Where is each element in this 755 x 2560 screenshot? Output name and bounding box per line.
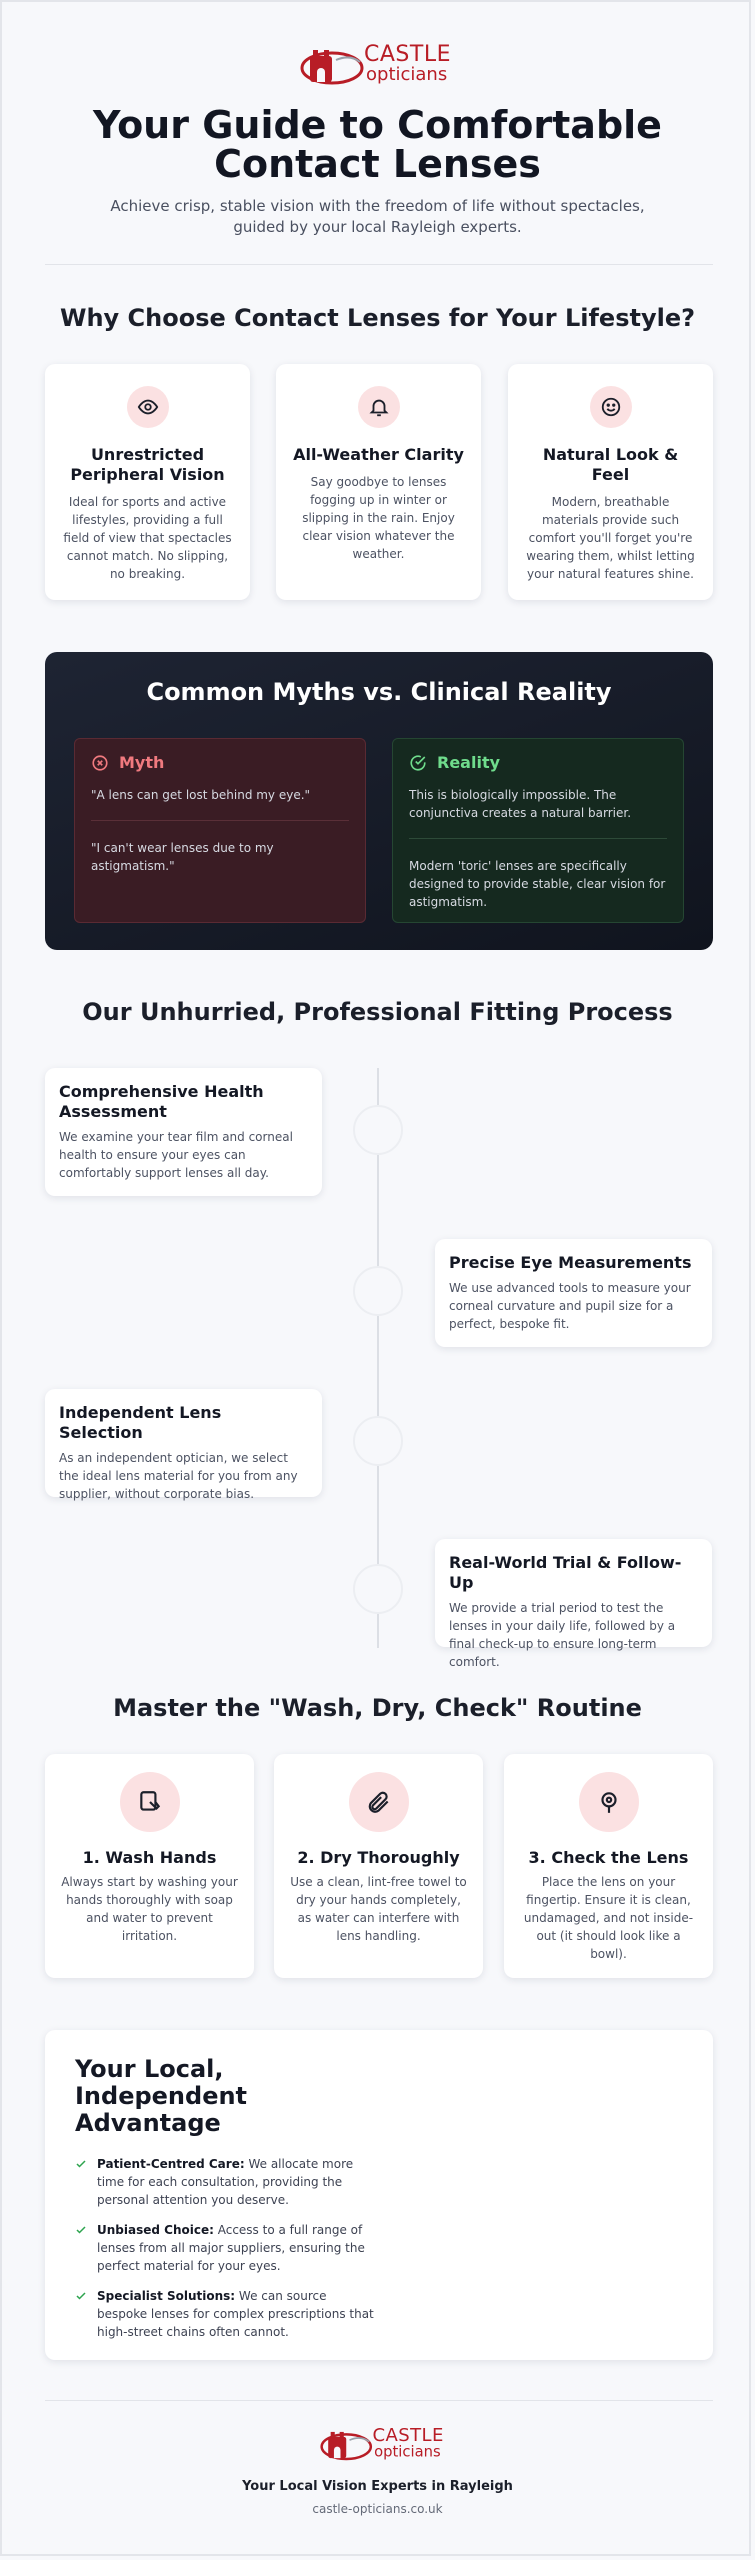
list-item: Specialist Solutions: We can source besp… — [75, 2287, 375, 2341]
divider — [409, 838, 667, 839]
check-icon — [76, 2160, 86, 2168]
myths-title: Common Myths vs. Clinical Reality — [146, 678, 612, 706]
brand-wordmark: CASTLE opticians — [364, 44, 451, 84]
myth-item: "I can't wear lenses due to my astigmati… — [91, 841, 274, 873]
paperclip-icon — [348, 1772, 409, 1832]
routine-text: Use a clean, lint-free towel to dry your… — [290, 1875, 467, 1943]
timeline-dot — [353, 1416, 403, 1466]
routine-text: Place the lens on your fingertip. Ensure… — [523, 1875, 694, 1961]
reality-label: Reality — [437, 753, 501, 772]
list-item: Unbiased Choice: Access to a full range … — [75, 2221, 375, 2275]
step-text: We provide a trial period to test the le… — [449, 1601, 676, 1669]
check-icon — [76, 2292, 86, 2300]
castle-logo-icon — [320, 2427, 373, 2461]
page-title-line2: Contact Lenses — [214, 142, 541, 186]
feature-card: All-Weather Clarity Say goodbye to lense… — [276, 364, 481, 600]
footer-tagline: Your Local Vision Experts in Rayleigh — [242, 2479, 513, 2494]
footer-link[interactable]: castle-opticians.co.uk — [312, 2502, 443, 2516]
myth-box: Myth "A lens can get lost behind my eye.… — [74, 738, 366, 923]
feature-card: Natural Look & Feel Modern, breathable m… — [508, 364, 713, 600]
page-title-line1: Your Guide to Comfortable — [93, 103, 662, 147]
page-subtitle: Achieve crisp, stable vision with the fr… — [110, 197, 645, 236]
x-circle-icon — [92, 754, 108, 771]
list-item: Patient-Centred Care: We allocate more t… — [75, 2155, 375, 2209]
feature-text: Say goodbye to lenses fogging up in wint… — [302, 475, 455, 561]
feature-title: Natural Look & Feel — [542, 445, 679, 484]
feature-title: All-Weather Clarity — [293, 445, 464, 464]
check-circle-icon — [410, 754, 426, 771]
advantage-item-body: We allocate more time for each consultat… — [97, 2157, 354, 2207]
timeline-dot — [353, 1105, 403, 1155]
step-text: We use advanced tools to measure your co… — [449, 1281, 691, 1331]
check-icon — [76, 2226, 86, 2234]
advantage-list: Patient-Centred Care: We allocate more t… — [75, 2155, 375, 2341]
reality-item: Modern 'toric' lenses are specifically d… — [409, 859, 666, 909]
advantage-item-body: Access to a full range of lenses from al… — [97, 2223, 365, 2273]
myths-section: Common Myths vs. Clinical Reality Myth "… — [45, 652, 713, 950]
routine-card: 2. Dry Thoroughly Use a clean, lint-free… — [274, 1754, 483, 1978]
process-step: Comprehensive Health Assessment We exami… — [45, 1068, 322, 1196]
bell-icon — [357, 386, 400, 428]
brand-name-line2: opticians — [366, 64, 448, 85]
advantage-item-bold: Specialist Solutions: — [97, 2289, 236, 2303]
reality-header: Reality — [409, 753, 667, 772]
step-title: Independent Lens Selection — [59, 1403, 222, 1442]
brand-wordmark: CASTLE opticians — [372, 2427, 443, 2460]
feature-card: Unrestricted Peripheral Vision Ideal for… — [45, 364, 250, 600]
process-step: Real-World Trial & Follow-Up We provide … — [435, 1539, 712, 1669]
step-text: As an independent optician, we select th… — [59, 1451, 298, 1501]
routine-title: 1. Wash Hands — [82, 1848, 217, 1867]
advantage-item-text: Unbiased Choice: Access to a full range … — [97, 2221, 375, 2275]
advantage-title: Your Local, Independent Advantage — [75, 2055, 248, 2137]
advantage-item-body: We can source bespoke lenses for complex… — [97, 2289, 374, 2339]
brand-name-line2: opticians — [374, 2443, 441, 2461]
divider — [45, 2400, 713, 2401]
timeline-dot — [353, 1266, 403, 1316]
fingertip-icon — [578, 1772, 639, 1832]
myth-label: Myth — [119, 753, 165, 772]
myth-header: Myth — [91, 753, 349, 772]
feature-title: Unrestricted Peripheral Vision — [70, 445, 225, 484]
routine-card: 3. Check the Lens Place the lens on your… — [504, 1754, 713, 1978]
routine-title: 3. Check the Lens — [528, 1848, 689, 1867]
timeline-dot — [353, 1564, 403, 1614]
advantage-item-text: Specialist Solutions: We can source besp… — [97, 2287, 375, 2341]
routine-text: Always start by washing your hands thoro… — [61, 1875, 238, 1943]
step-title: Real-World Trial & Follow-Up — [449, 1553, 682, 1592]
castle-logo-icon — [300, 44, 364, 85]
hand-wash-icon — [119, 1772, 180, 1832]
routine-section-title: Master the "Wash, Dry, Check" Routine — [113, 1694, 642, 1722]
feature-text: Modern, breathable materials provide suc… — [526, 495, 695, 581]
process-step: Independent Lens Selection As an indepen… — [45, 1389, 322, 1501]
feature-text: Ideal for sports and active lifestyles, … — [63, 495, 232, 581]
reality-item: This is biologically impossible. The con… — [409, 788, 632, 820]
divider — [91, 820, 349, 821]
brand-name-line1: CASTLE — [364, 42, 451, 67]
brand-logo[interactable]: CASTLE opticians — [300, 44, 451, 85]
step-title: Precise Eye Measurements — [449, 1253, 692, 1272]
reality-box: Reality This is biologically impossible.… — [392, 738, 684, 923]
step-title: Comprehensive Health Assessment — [59, 1082, 264, 1121]
routine-card: 1. Wash Hands Always start by washing yo… — [45, 1754, 254, 1978]
smile-icon — [589, 386, 632, 428]
advantage-card: Your Local, Independent Advantage Patien… — [45, 2030, 713, 2360]
divider — [45, 264, 713, 265]
advantage-item-text: Patient-Centred Care: We allocate more t… — [97, 2155, 375, 2209]
step-text: We examine your tear film and corneal he… — [59, 1130, 293, 1180]
timeline-line — [377, 1068, 379, 1648]
process-step: Precise Eye Measurements We use advanced… — [435, 1239, 712, 1347]
eye-icon — [126, 386, 169, 428]
why-section-title: Why Choose Contact Lenses for Your Lifes… — [59, 304, 696, 332]
footer-logo[interactable]: CASTLE opticians — [320, 2427, 444, 2461]
process-section-title: Our Unhurried, Professional Fitting Proc… — [82, 998, 673, 1026]
advantage-item-bold: Unbiased Choice: — [97, 2223, 214, 2237]
routine-title: 2. Dry Thoroughly — [297, 1848, 460, 1867]
myth-item: "A lens can get lost behind my eye." — [91, 788, 311, 802]
brand-name-line1: CASTLE — [372, 2425, 444, 2446]
page-title: Your Guide to Comfortable Contact Lenses — [2, 103, 749, 186]
advantage-item-bold: Patient-Centred Care: — [97, 2157, 245, 2171]
